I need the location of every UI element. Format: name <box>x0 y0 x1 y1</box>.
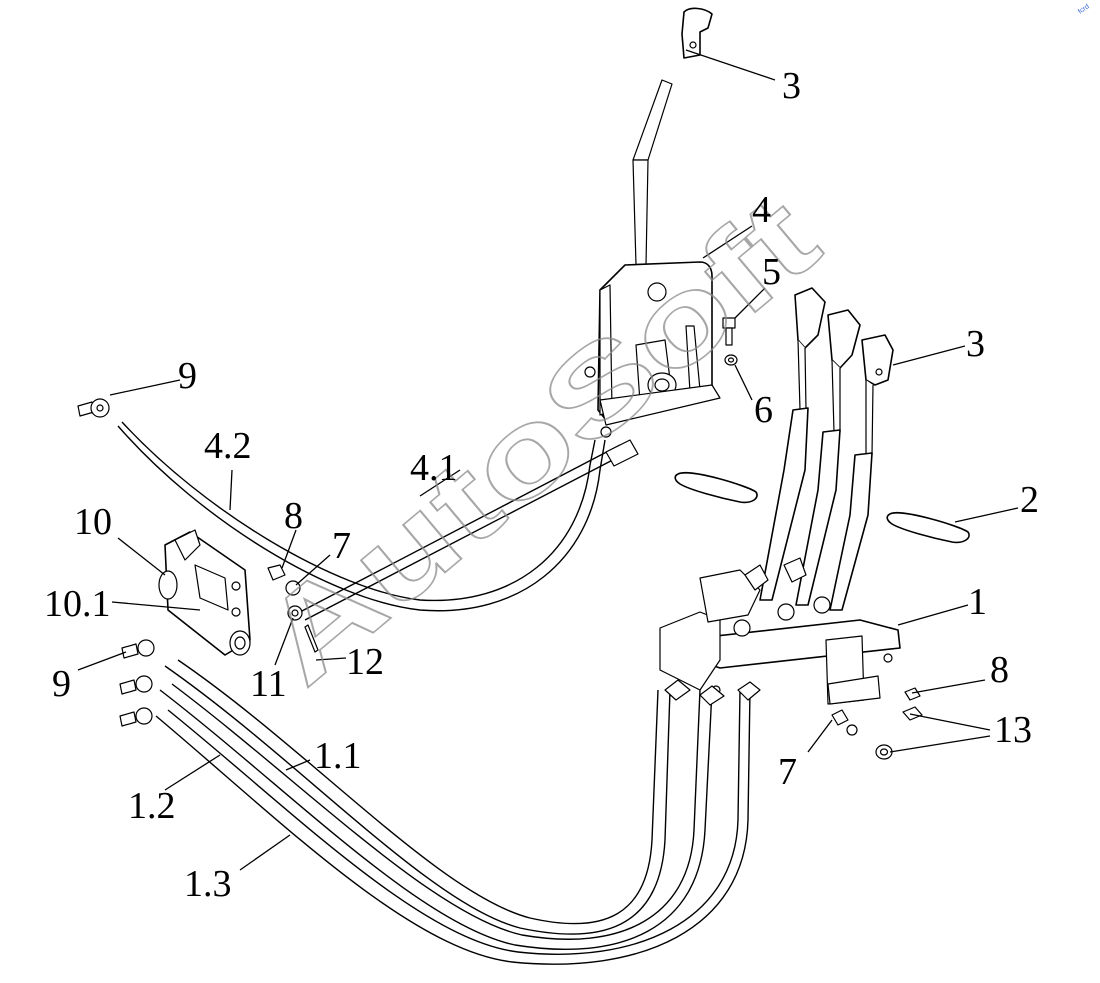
ball-joint-9-top <box>77 398 110 418</box>
cable-ends-right <box>664 679 761 706</box>
label-3-top: 3 <box>782 65 801 107</box>
label-10: 10 <box>74 501 112 543</box>
label-1-2: 1.2 <box>128 785 176 827</box>
label-4-1: 4.1 <box>410 447 458 489</box>
callout-labels: 3 4 5 3 6 9 4.2 4.1 2 8 10 7 1 10.1 12 1… <box>44 65 1039 905</box>
label-6: 6 <box>754 389 773 431</box>
label-1-1: 1.1 <box>314 735 362 777</box>
label-4: 4 <box>752 189 771 231</box>
label-10-1: 10.1 <box>44 583 111 625</box>
label-12: 12 <box>346 641 384 683</box>
nut-8-left <box>267 564 286 581</box>
nut-13-b <box>875 744 893 760</box>
lever-group <box>759 287 894 611</box>
ball-joint-9-upper <box>121 639 155 659</box>
cable-4-2 <box>117 421 606 612</box>
label-11: 11 <box>250 663 287 705</box>
label-7-right: 7 <box>778 751 797 793</box>
label-7-left: 7 <box>332 525 351 567</box>
nut-8-right <box>904 687 921 701</box>
label-3-right: 3 <box>966 323 985 365</box>
leader-lines <box>77 49 1019 871</box>
washer-6 <box>724 354 738 366</box>
bracket-10 <box>158 529 251 656</box>
label-8-right: 8 <box>990 649 1009 691</box>
label-5: 5 <box>762 251 781 293</box>
control-unit-4 <box>584 261 721 438</box>
label-13: 13 <box>994 709 1032 751</box>
watermark: AutoSoft <box>236 170 843 710</box>
cover-2-left <box>674 472 758 504</box>
washer-11 <box>287 605 303 621</box>
pin-7-right <box>831 709 858 736</box>
label-9-top: 9 <box>178 355 197 397</box>
ball-joint-9-mid <box>119 675 153 695</box>
cable-bundle-1 <box>155 659 751 965</box>
label-8-left: 8 <box>284 495 303 537</box>
corner-mark: fcrd <box>1077 3 1091 15</box>
cotter-pin-12 <box>304 624 319 653</box>
label-9-bottom: 9 <box>52 663 71 705</box>
nut-13-a <box>902 706 923 721</box>
label-4-2: 4.2 <box>204 425 252 467</box>
cable-4-1 <box>299 439 639 621</box>
cover-2-right <box>886 512 970 544</box>
bracket-1 <box>659 557 901 705</box>
label-2: 2 <box>1020 479 1039 521</box>
bolt-5 <box>722 317 736 346</box>
ball-joint-9-lower <box>119 707 153 727</box>
label-1: 1 <box>968 581 987 623</box>
label-1-3: 1.3 <box>184 863 232 905</box>
